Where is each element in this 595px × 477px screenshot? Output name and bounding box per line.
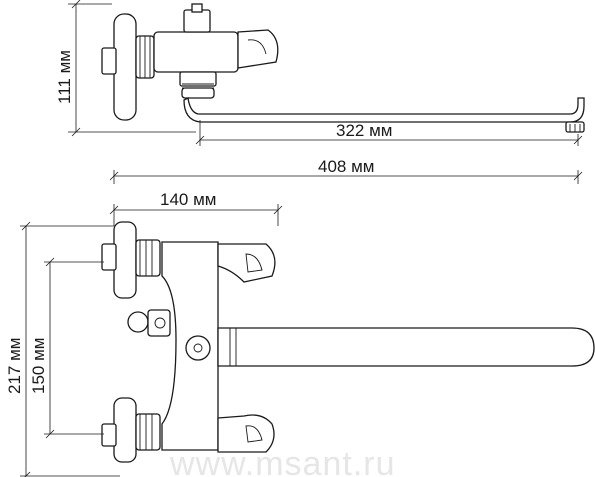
side-diverter-knob bbox=[191, 3, 203, 13]
front-bottom-handle bbox=[113, 397, 137, 463]
label-center-distance: 140 мм bbox=[160, 190, 216, 209]
label-side-height: 111 мм bbox=[55, 50, 74, 104]
front-diverter-knob bbox=[127, 311, 149, 333]
side-view bbox=[101, 3, 585, 133]
front-bottom-lever bbox=[217, 414, 275, 453]
front-center-disc bbox=[185, 335, 211, 361]
label-front-offset: 150 мм bbox=[29, 338, 48, 394]
side-diverter bbox=[183, 9, 211, 33]
side-dimensions: 111 мм 322 мм 408 мм 140 мм bbox=[55, 0, 583, 226]
front-view bbox=[101, 221, 595, 463]
front-spout bbox=[217, 327, 595, 367]
side-spout bbox=[183, 97, 585, 123]
side-handle-stem bbox=[101, 47, 117, 75]
side-body bbox=[153, 31, 239, 73]
label-spout-length: 322 мм bbox=[336, 121, 392, 140]
label-total-length: 408 мм bbox=[318, 157, 374, 176]
side-spout-head bbox=[237, 29, 279, 69]
side-handle-knob bbox=[113, 13, 137, 121]
front-dimensions: 217 мм 150 мм bbox=[5, 221, 120, 477]
front-top-lever bbox=[217, 243, 276, 283]
front-top-handle bbox=[113, 221, 137, 299]
label-front-height: 217 мм bbox=[5, 338, 24, 394]
side-connector bbox=[179, 71, 217, 87]
